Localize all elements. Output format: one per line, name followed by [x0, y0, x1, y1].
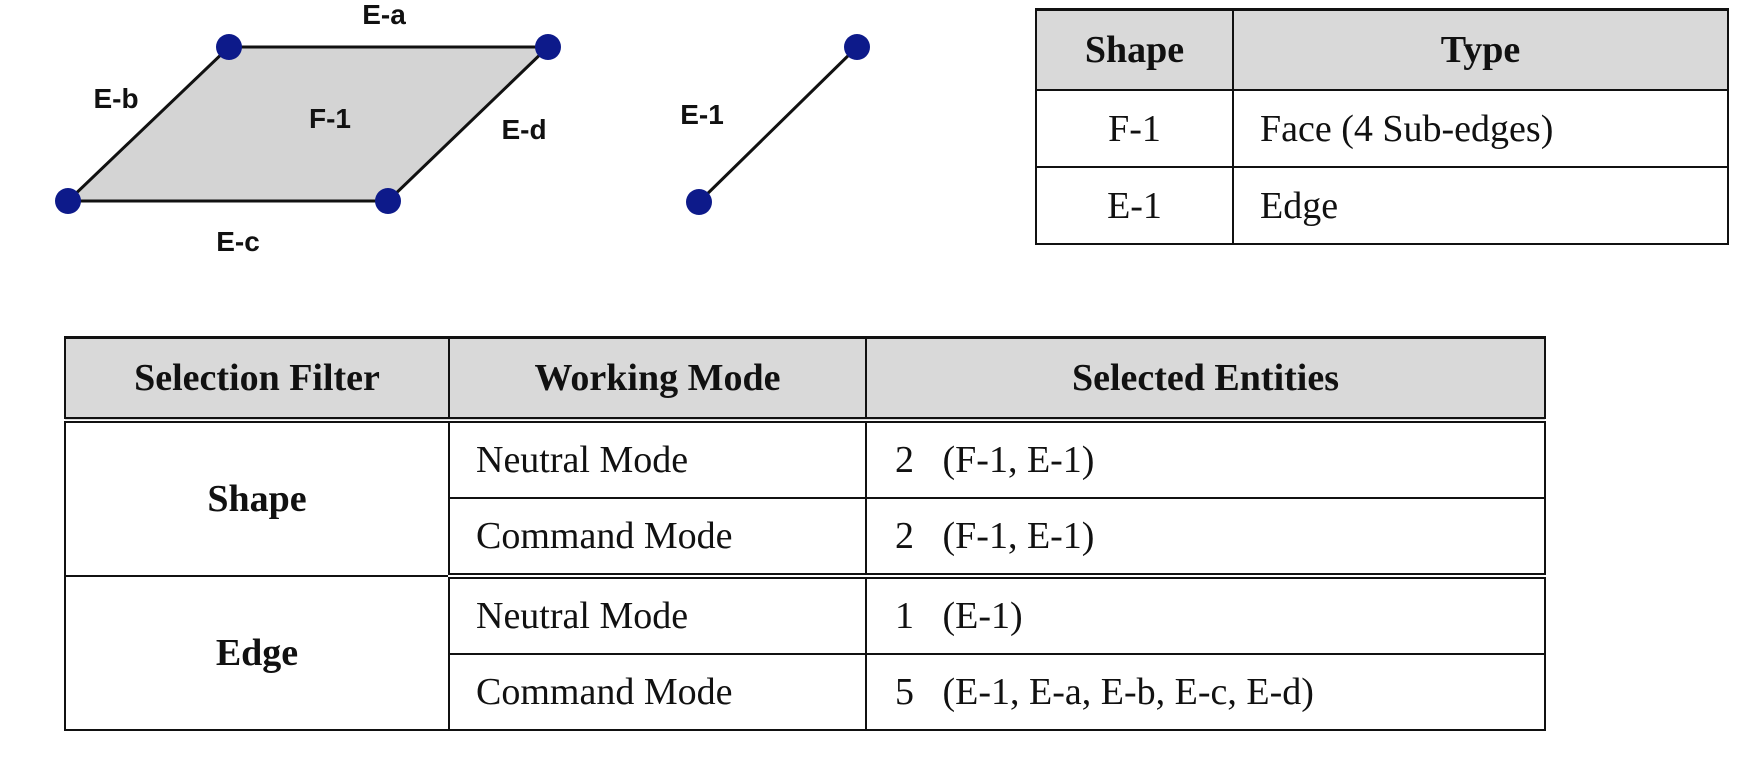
entity-list: (F-1, E-1): [942, 439, 1095, 481]
cell-entities: 2 (F-1, E-1): [865, 419, 1546, 499]
header-selection-filter: Selection Filter: [64, 336, 450, 423]
topology-diagram: E-a E-b E-c E-d F-1 E-1: [55, 0, 870, 257]
entity-list: (E-1, E-a, E-b, E-c, E-d): [942, 671, 1314, 713]
entity-count: 5: [895, 671, 914, 713]
edge-e1-line: [697, 45, 859, 204]
cell-shape: E-1: [1035, 166, 1234, 245]
cell-entities: 1 (E-1): [865, 575, 1546, 655]
entity-count: 1: [895, 595, 914, 637]
header-working-mode: Working Mode: [448, 336, 867, 423]
vertex-bottom-left: [55, 188, 81, 214]
vertex-bottom-right: [375, 188, 401, 214]
cell-entities: 5 (E-1, E-a, E-b, E-c, E-d): [865, 653, 1546, 731]
table-row: Edge Neutral Mode 1 (E-1): [64, 575, 1546, 731]
header-type: Type: [1232, 8, 1729, 91]
shape-type-table: Shape Type F-1 Face (4 Sub-edges) E-1 Ed…: [1035, 8, 1729, 245]
vertex-top-right: [535, 34, 561, 60]
table-row: F-1 Face (4 Sub-edges): [1035, 89, 1729, 168]
label-edge-c: E-c: [216, 226, 260, 257]
vertex-top-left: [216, 34, 242, 60]
header-shape: Shape: [1035, 8, 1234, 91]
vertex-e1-top: [844, 34, 870, 60]
cell-entities: 2 (F-1, E-1): [865, 497, 1546, 579]
cell-mode: Command Mode: [448, 497, 867, 579]
table-row: E-1 Edge: [1035, 166, 1729, 245]
entity-count: 2: [895, 439, 914, 481]
entity-list: (E-1): [942, 595, 1023, 637]
cell-type: Face (4 Sub-edges): [1232, 89, 1729, 168]
label-edge-a: E-a: [362, 0, 406, 30]
cell-mode: Command Mode: [448, 653, 867, 731]
label-edge-b: E-b: [93, 83, 138, 114]
table-row: Command Mode 2 (F-1, E-1): [65, 497, 1546, 579]
table-row: Shape Neutral Mode 2 (F-1, E-1): [64, 419, 1546, 577]
table-header-row: Shape Type: [1035, 8, 1729, 91]
table-header-row: Selection Filter Working Mode Selected E…: [64, 336, 1546, 423]
entity-count: 2: [895, 515, 914, 557]
cell-mode: Neutral Mode: [448, 419, 867, 499]
label-face: F-1: [309, 103, 351, 134]
vertex-e1-bottom: [686, 189, 712, 215]
cell-type: Edge: [1232, 166, 1729, 245]
label-edge-1: E-1: [680, 99, 724, 130]
entity-list: (F-1, E-1): [942, 515, 1095, 557]
cell-mode: Neutral Mode: [448, 575, 867, 655]
cell-shape: F-1: [1035, 89, 1234, 168]
table-row: Command Mode 5 (E-1, E-a, E-b, E-c, E-d): [65, 653, 1546, 731]
header-selected-entities: Selected Entities: [865, 336, 1546, 423]
cell-filter-shape: Shape: [64, 419, 450, 577]
label-edge-d: E-d: [501, 114, 546, 145]
face-f1: [64, 45, 552, 203]
selection-filter-table: Selection Filter Working Mode Selected E…: [64, 336, 1546, 731]
cell-filter-edge: Edge: [64, 575, 450, 731]
